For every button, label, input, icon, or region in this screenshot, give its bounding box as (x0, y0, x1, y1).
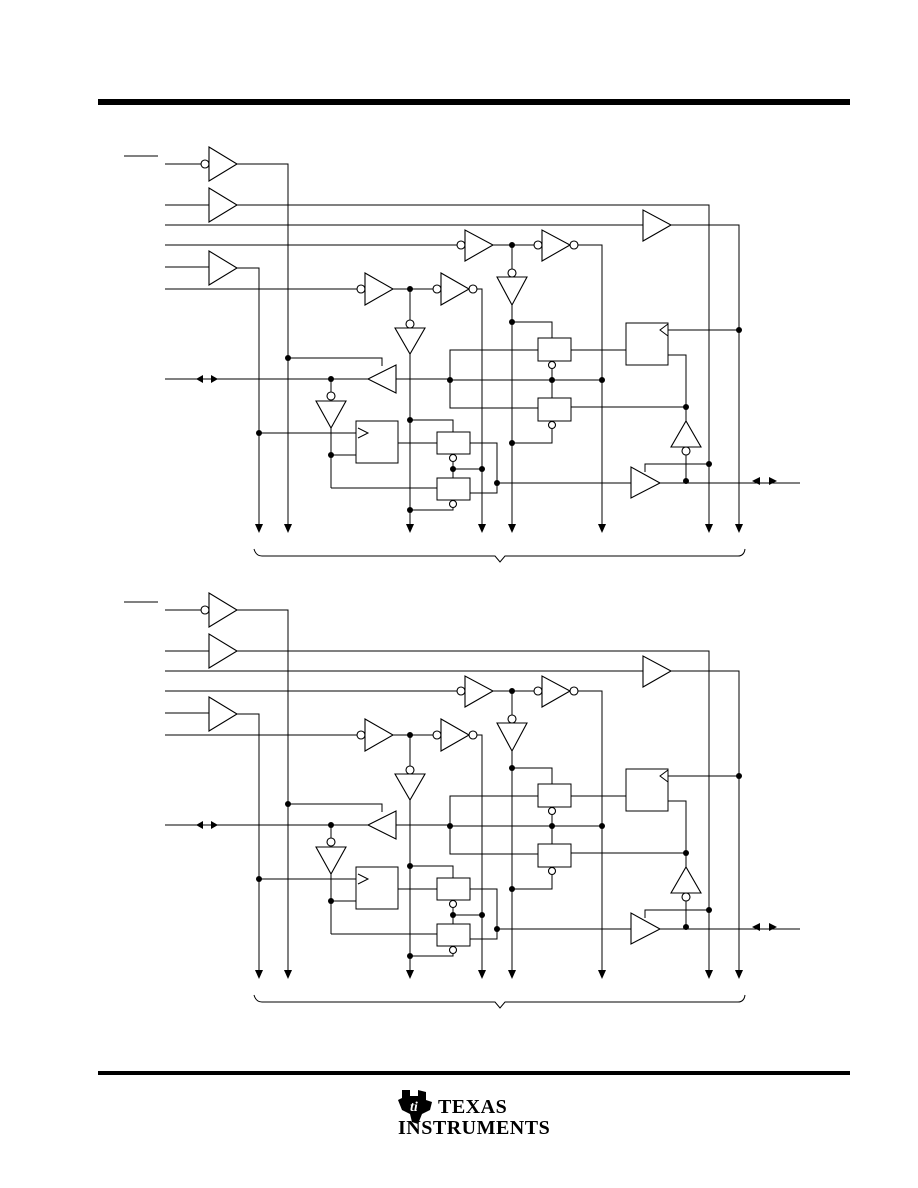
header-rule (98, 99, 850, 105)
logic-diagram-2 (123, 592, 801, 1009)
texas-instruments-logo: ti TEXAS INSTRUMENTS (396, 1086, 556, 1142)
svg-text:ti: ti (410, 1100, 418, 1115)
ti-state-logo-icon: ti (398, 1090, 432, 1124)
logic-diagram-1 (124, 146, 800, 563)
footer-rule (98, 1071, 850, 1075)
logo-text-instruments: INSTRUMENTS (398, 1117, 551, 1139)
logo-text-texas: TEXAS (438, 1096, 508, 1118)
